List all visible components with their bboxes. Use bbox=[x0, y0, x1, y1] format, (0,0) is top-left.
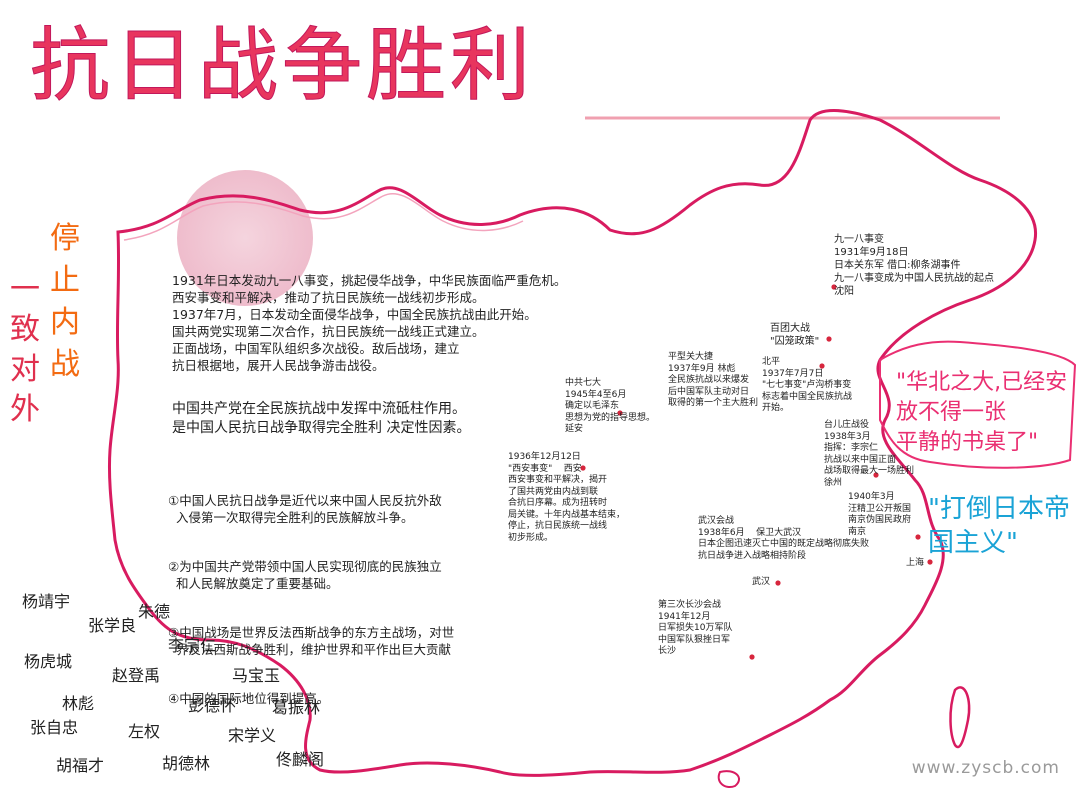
slogan-huabei: "华北之大,已经安 放不得一张 平静的书桌了" bbox=[896, 370, 1068, 455]
significance-item: ③中国战场是世界反法西斯战争的东方主战场，对世 界反法西斯战争胜利，维护世界和平… bbox=[168, 625, 455, 657]
event-seventh-congress: 中共七大 1945年4至6月 确定以毛泽东 思想为党的指导思想。 延安 bbox=[565, 378, 656, 434]
dot-changsha bbox=[749, 654, 755, 660]
general-name: 胡福才 bbox=[56, 756, 105, 775]
watermark: www.zyscb.com bbox=[911, 758, 1060, 778]
general-name: 左权 bbox=[128, 722, 161, 741]
dot-shanghai bbox=[927, 559, 933, 565]
general-name: 佟麟阁 bbox=[276, 750, 325, 769]
city-wuhan: 武汉 bbox=[752, 577, 771, 587]
general-name: 杨虎城 bbox=[24, 652, 73, 671]
general-name: 张学良 bbox=[88, 616, 137, 635]
poster-title: 抗日战争胜利 bbox=[30, 19, 534, 112]
general-name: 林彪 bbox=[62, 694, 95, 713]
slogan-down-with-imperialism: "打倒日本帝 国主义" bbox=[928, 494, 1070, 558]
event-wangjingwei: 1940年3月 汪精卫公开叛国 南京伪国民政府 南京 bbox=[848, 492, 912, 537]
significance-list: ①中国人民抗日战争是近代以来中国人民反抗外敌 入侵第一次取得完全胜利的民族解放斗… bbox=[168, 460, 454, 741]
city-shanghai: 上海 bbox=[906, 558, 925, 568]
dot-baituan bbox=[826, 336, 832, 342]
intro-paragraph: 1931年日本发动九一八事变，挑起侵华战争，中华民族面临严重危机。 西安事变和平… bbox=[172, 273, 567, 373]
event-xian-incident: 1936年12月12日 "西安事变" 西安 西安事变和平解决，揭开 了国共两党由… bbox=[508, 452, 626, 543]
dot-beiping bbox=[819, 363, 825, 369]
general-name: 葛振林 bbox=[272, 698, 321, 717]
slogan-stop-civil-war: 停止内战 bbox=[50, 221, 80, 382]
slogan-bracket bbox=[879, 340, 1077, 469]
general-name: 胡德林 bbox=[162, 754, 211, 773]
event-marco-polo-bridge: 北平 1937年7月7日 "七七事变"卢沟桥事变 标志着中国全民族抗战 开始。 bbox=[762, 357, 853, 413]
general-name: 宋学义 bbox=[228, 726, 277, 745]
significance-item: ②为中国共产党带领中国人民实现彻底的民族独立 和人民解放奠定了重要基础。 bbox=[168, 559, 442, 591]
significance-item: ④中国的国际地位得到提高。 bbox=[168, 691, 330, 706]
dot-yanan bbox=[617, 410, 623, 416]
general-name: 朱德 bbox=[138, 602, 171, 621]
event-hundred-regiments: 百团大战 "囚笼政策" bbox=[770, 323, 820, 347]
general-name: 李宗仁 bbox=[168, 636, 217, 655]
event-taierzhuang: 台儿庄战役 1938年3月 指挥：李宗仁 抗战以来中国正面 战场取得最大一场胜利… bbox=[824, 420, 915, 488]
event-mukden-incident: 九一八事变 1931年9月18日 日本关东军 借口:柳条湖事件 九一八事变成为中… bbox=[834, 234, 994, 297]
dot-xuzhou bbox=[873, 472, 879, 478]
dot-xian bbox=[580, 465, 586, 471]
slogan-unite-against-foreign: 一致对外 bbox=[10, 272, 40, 427]
general-name: 彭德怀 bbox=[188, 696, 237, 715]
hainan-island bbox=[717, 770, 740, 788]
event-changsha-battle: 第三次长沙会战 1941年12月 日军损失10万军队 中国军队狠挫日军 长沙 bbox=[658, 600, 733, 656]
general-name: 张自忠 bbox=[30, 718, 79, 737]
dot-shenyang bbox=[831, 284, 837, 290]
general-name: 赵登禹 bbox=[112, 666, 161, 685]
dot-wuhan bbox=[775, 580, 781, 586]
event-wuhan-battle: 武汉会战 1938年6月 保卫大武汉 日本企图迅速灭亡中国的既定战略彻底失败 抗… bbox=[698, 516, 870, 561]
dot-nanjing bbox=[915, 534, 921, 540]
significance-item: ①中国人民抗日战争是近代以来中国人民反抗外敌 入侵第一次取得完全胜利的民族解放斗… bbox=[168, 493, 442, 525]
map-border-inner bbox=[123, 193, 524, 241]
ccp-role-paragraph: 中国共产党在全民族抗战中发挥中流砥柱作用。 是中国人民抗日战争取得完全胜利 决定… bbox=[172, 401, 471, 436]
general-name: 杨靖宇 bbox=[22, 592, 71, 611]
map-border bbox=[107, 109, 1037, 777]
general-name: 马宝玉 bbox=[232, 666, 281, 685]
event-pingxingguan: 平型关大捷 1937年9月 林彪 全民族抗战以来爆发 后中国军队主动对日 取得的… bbox=[668, 352, 759, 408]
taiwan-island bbox=[949, 686, 971, 749]
